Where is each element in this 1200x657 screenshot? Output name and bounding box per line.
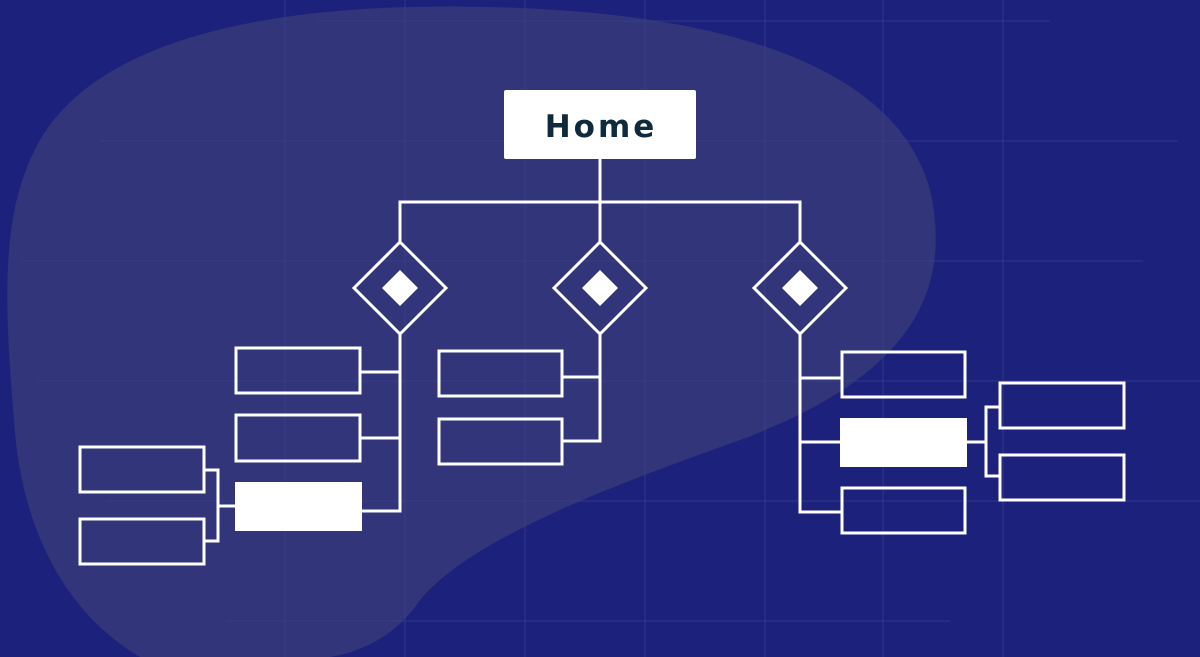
right-branch-node[interactable] [751,239,849,337]
page-node[interactable] [998,381,1126,430]
page-node[interactable] [840,350,967,399]
diamond-fill-icon [582,270,618,306]
page-node[interactable] [234,346,362,395]
diamond-node-icon [551,239,649,337]
right-sub-connector [966,405,1000,478]
diamond-fill-icon [382,270,418,306]
diamond-node-icon [751,239,849,337]
center-branch-connector [562,334,602,443]
home-node-label: Home [545,109,658,145]
page-node[interactable] [840,486,967,535]
left-branch-connector [360,334,402,513]
page-node[interactable] [78,517,206,566]
page-node-highlighted[interactable] [235,482,362,531]
root-connector [398,158,802,242]
page-node[interactable] [998,453,1126,502]
diamond-node-icon [351,239,449,337]
center-branch-node[interactable] [551,239,649,337]
connectors [204,158,1000,543]
home-node[interactable]: Home [504,90,696,159]
left-sub-connector [204,468,236,543]
home-node-box [504,90,696,159]
diamond-fill-icon [782,270,818,306]
page-node-highlighted[interactable] [840,418,967,467]
page-node[interactable] [234,413,362,463]
right-branch-connector [798,334,842,514]
page-node[interactable] [437,417,564,466]
left-branch-node[interactable] [351,239,449,337]
page-node[interactable] [78,445,206,494]
page-node[interactable] [437,349,564,398]
